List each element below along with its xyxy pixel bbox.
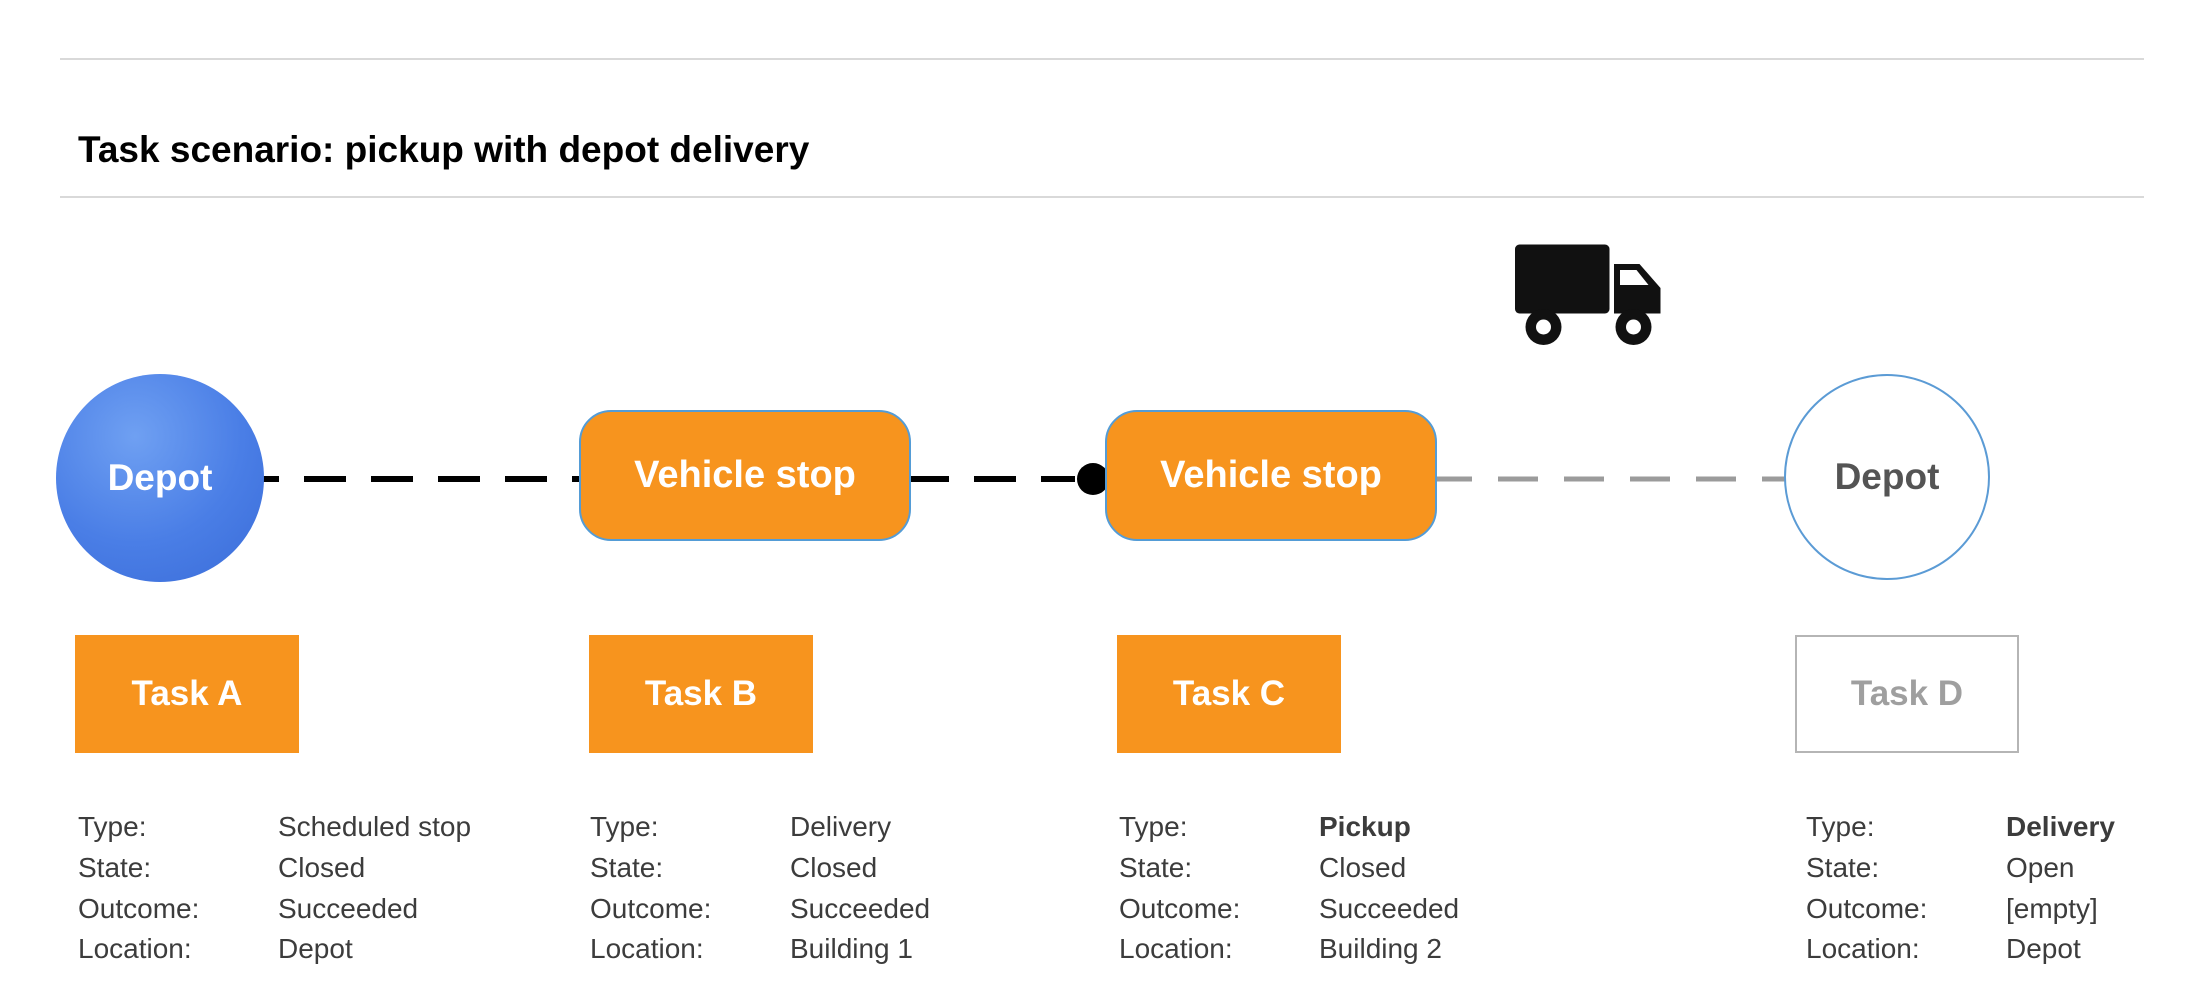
detail-value-location: Depot — [2006, 933, 2081, 965]
page-title: Task scenario: pickup with depot deliver… — [78, 128, 810, 170]
task-b-box: Task B — [589, 635, 813, 753]
task-d-box: Task D — [1795, 635, 2019, 753]
detail-label-type: Type: — [1119, 811, 1188, 842]
detail-label-outcome: Outcome: — [1806, 892, 1928, 924]
detail-label-location: Location: — [590, 933, 704, 965]
detail-value-state: Closed — [278, 851, 366, 883]
title-divider — [60, 196, 2144, 198]
depot-end-node: Depot — [1784, 374, 1990, 580]
detail-label-type: Type: — [1806, 811, 1875, 842]
vehicle-stop-2-label: Vehicle stop — [1160, 454, 1382, 496]
task-a-label: Task A — [131, 674, 243, 713]
detail-label-outcome: Outcome: — [78, 892, 200, 924]
detail-value-state: Closed — [1319, 851, 1407, 883]
detail-value-outcome: [empty] — [2006, 892, 2098, 924]
depot-end-label: Depot — [1834, 456, 1940, 497]
detail-label-state: State: — [78, 851, 152, 883]
detail-label-state: State: — [1119, 851, 1193, 883]
truck-icon — [1515, 244, 1661, 345]
vehicle-stop-2-node: Vehicle stop — [1105, 410, 1437, 541]
task-c-box: Task C — [1117, 635, 1341, 753]
task-c-details: Type: Pickup State: Closed Outcome: Succ… — [1119, 811, 1460, 965]
task-d-details: Type: Delivery State: Open Outcome: [emp… — [1806, 811, 2115, 965]
detail-value-location: Building 1 — [790, 933, 913, 965]
detail-value-outcome: Succeeded — [790, 892, 931, 924]
task-b-label: Task B — [644, 674, 758, 713]
task-d-label: Task D — [1850, 674, 1964, 713]
task-c-label: Task C — [1172, 674, 1286, 713]
detail-value-type: Scheduled stop — [278, 811, 472, 842]
detail-value-type: Pickup — [1319, 811, 1411, 842]
detail-label-state: State: — [1806, 851, 1880, 883]
detail-value-state: Open — [2006, 851, 2075, 883]
detail-label-location: Location: — [1119, 933, 1233, 965]
detail-value-location: Depot — [278, 933, 353, 965]
truck-wheel-rear-hub — [1536, 319, 1551, 335]
detail-label-type: Type: — [78, 811, 147, 842]
depot-start-node: Depot — [56, 374, 264, 582]
detail-value-type: Delivery — [790, 811, 892, 842]
transition-dot-icon — [1077, 463, 1109, 495]
depot-start-label: Depot — [107, 457, 213, 498]
vehicle-stop-1-label: Vehicle stop — [634, 454, 856, 496]
detail-label-state: State: — [590, 851, 664, 883]
top-divider — [60, 58, 2144, 60]
detail-value-outcome: Succeeded — [1319, 892, 1460, 924]
detail-label-outcome: Outcome: — [590, 892, 712, 924]
detail-value-location: Building 2 — [1319, 933, 1442, 965]
detail-label-location: Location: — [78, 933, 192, 965]
detail-value-type: Delivery — [2006, 811, 2115, 842]
detail-value-outcome: Succeeded — [278, 892, 419, 924]
detail-label-location: Location: — [1806, 933, 1920, 965]
detail-label-type: Type: — [590, 811, 659, 842]
task-b-details: Type: Delivery State: Closed Outcome: Su… — [590, 811, 931, 965]
task-a-details: Type: Scheduled stop State: Closed Outco… — [78, 811, 472, 965]
vehicle-stop-1-node: Vehicle stop — [579, 410, 911, 541]
truck-wheel-front-hub — [1626, 319, 1641, 335]
detail-value-state: Closed — [790, 851, 878, 883]
truck-window — [1620, 270, 1649, 285]
detail-label-outcome: Outcome: — [1119, 892, 1241, 924]
task-a-box: Task A — [75, 635, 299, 753]
truck-cargo-box — [1515, 244, 1610, 314]
